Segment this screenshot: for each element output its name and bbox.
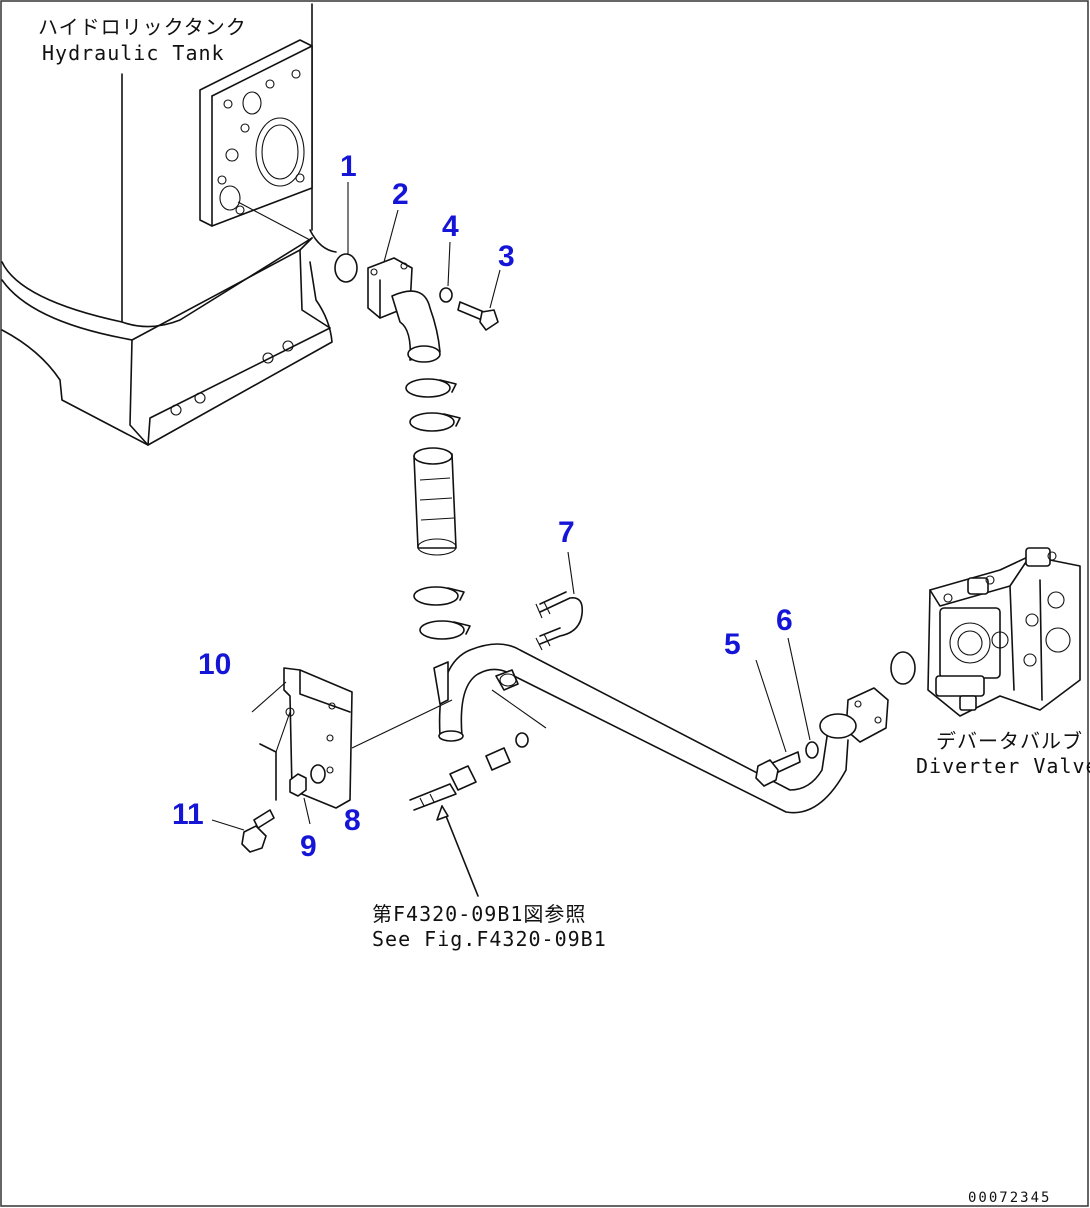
callout-9: 9 — [300, 830, 317, 863]
bolt-11 — [211, 809, 275, 853]
diverter-valve — [927, 547, 1081, 717]
elbow-2 — [367, 209, 441, 363]
hydraulic-tank-label-jp: ハイドロリックタンク — [38, 15, 247, 39]
bracket-10 — [251, 667, 453, 809]
callout-1: 1 — [340, 150, 357, 183]
drawing-code: 00072345 — [968, 1190, 1051, 1206]
callout-8: 8 — [344, 804, 361, 837]
reference-label-en: See Fig.F4320-09B1 — [372, 927, 607, 951]
hydraulic-tank-label-en: Hydraulic Tank — [42, 41, 225, 65]
diverter-valve-label-en: Diverter Valve — [916, 754, 1090, 778]
callout-6: 6 — [776, 604, 793, 637]
callout-10: 10 — [198, 648, 231, 681]
bolt-3 — [457, 269, 501, 331]
u-tube-7 — [535, 551, 584, 651]
main-pipe — [433, 643, 889, 814]
hydraulic-tank — [1, 3, 337, 446]
hose — [413, 447, 457, 556]
o-ring-1 — [334, 253, 358, 283]
callout-7: 7 — [558, 516, 575, 549]
callout-4: 4 — [442, 210, 459, 243]
callout-2: 2 — [392, 178, 409, 211]
bolt-5 — [755, 659, 801, 787]
callout-5: 5 — [724, 628, 741, 661]
hose-clamp-lower — [413, 586, 471, 640]
hose-clamp-upper — [405, 378, 461, 432]
reference-label-jp: 第F4320-09B1図参照 — [372, 902, 586, 926]
o-ring-diverter — [890, 651, 916, 685]
callout-3: 3 — [498, 240, 515, 273]
washer-6 — [787, 637, 819, 759]
diverter-valve-label-jp: デバータバルブ — [936, 729, 1083, 753]
nut-9 — [289, 773, 311, 825]
pipe-fitting — [409, 689, 547, 897]
washer-8 — [275, 711, 326, 784]
callout-11: 11 — [172, 798, 204, 831]
washer-4 — [439, 241, 453, 303]
